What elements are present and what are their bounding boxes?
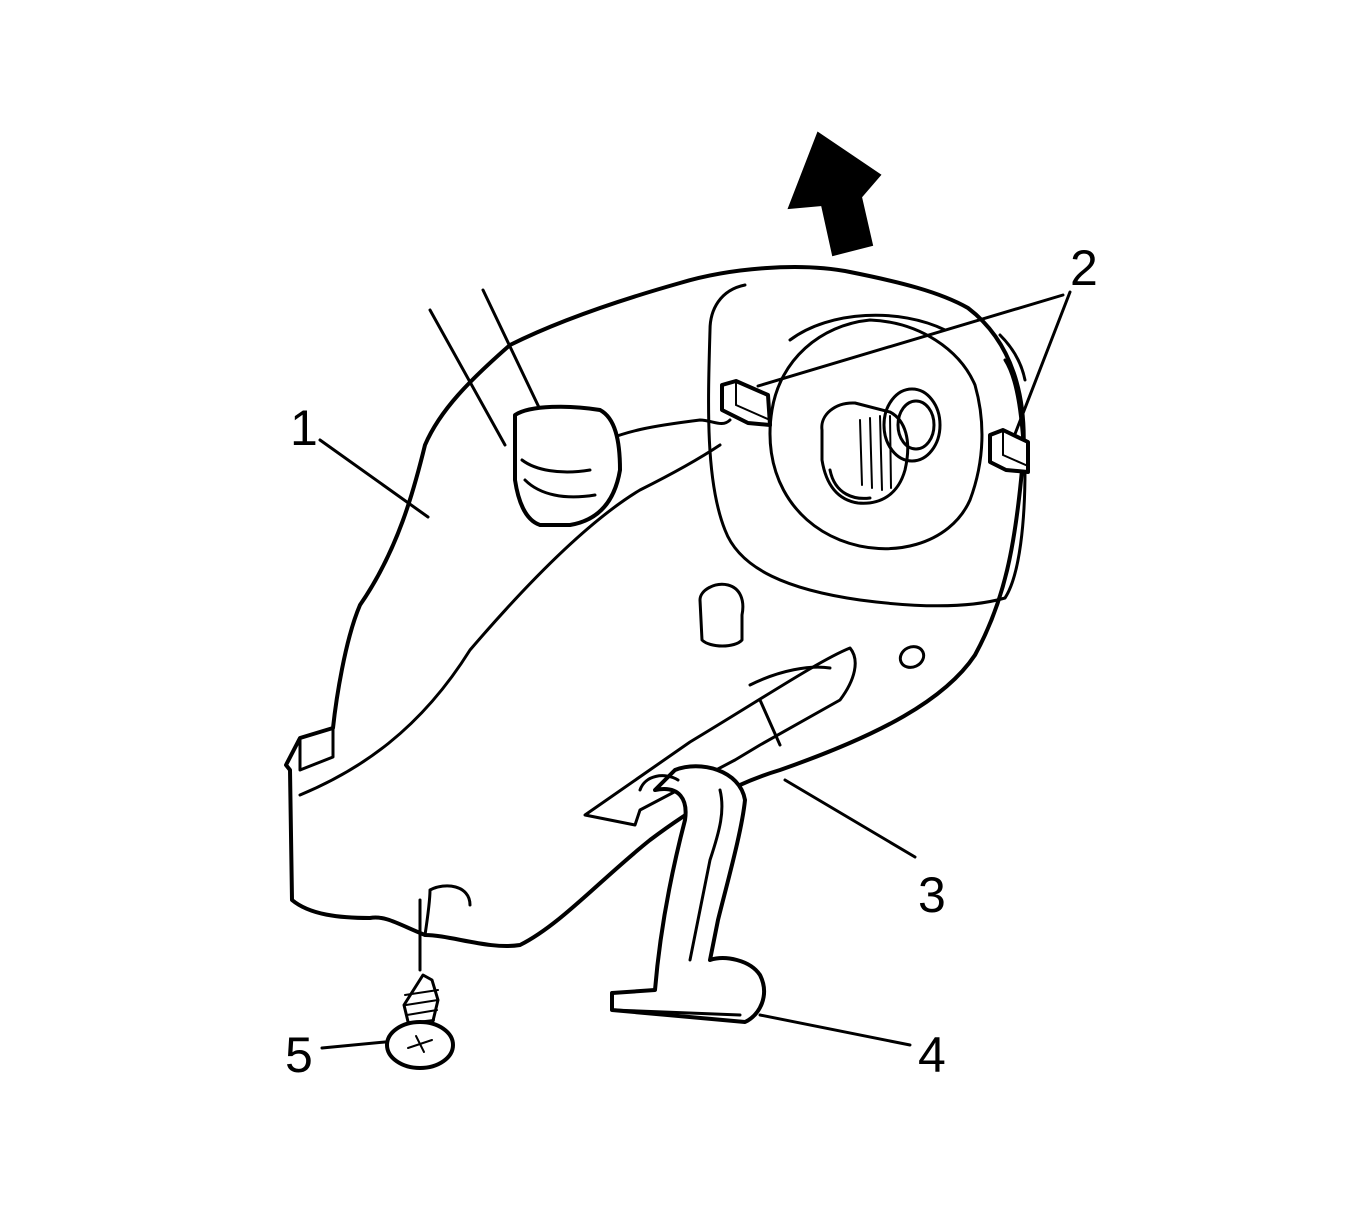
retaining-tab-left (720, 379, 772, 427)
removal-direction-arrow (787, 131, 882, 257)
cover-slot (583, 646, 857, 827)
clip (610, 764, 766, 1024)
screw (385, 973, 455, 1070)
callout-1: 1 (290, 400, 318, 456)
retaining-tab-right (988, 428, 1030, 474)
column-lower-cover (284, 265, 1026, 948)
steering-shaft (820, 387, 942, 505)
tilt-lever (428, 288, 622, 527)
cover-boss (698, 582, 745, 648)
callout-4: 4 (918, 1027, 946, 1083)
callout-5: 5 (285, 1027, 313, 1083)
cover-hole (898, 645, 926, 669)
leader-lines (318, 290, 1072, 1050)
callout-2: 2 (1070, 240, 1098, 296)
callout-3: 3 (918, 867, 946, 923)
